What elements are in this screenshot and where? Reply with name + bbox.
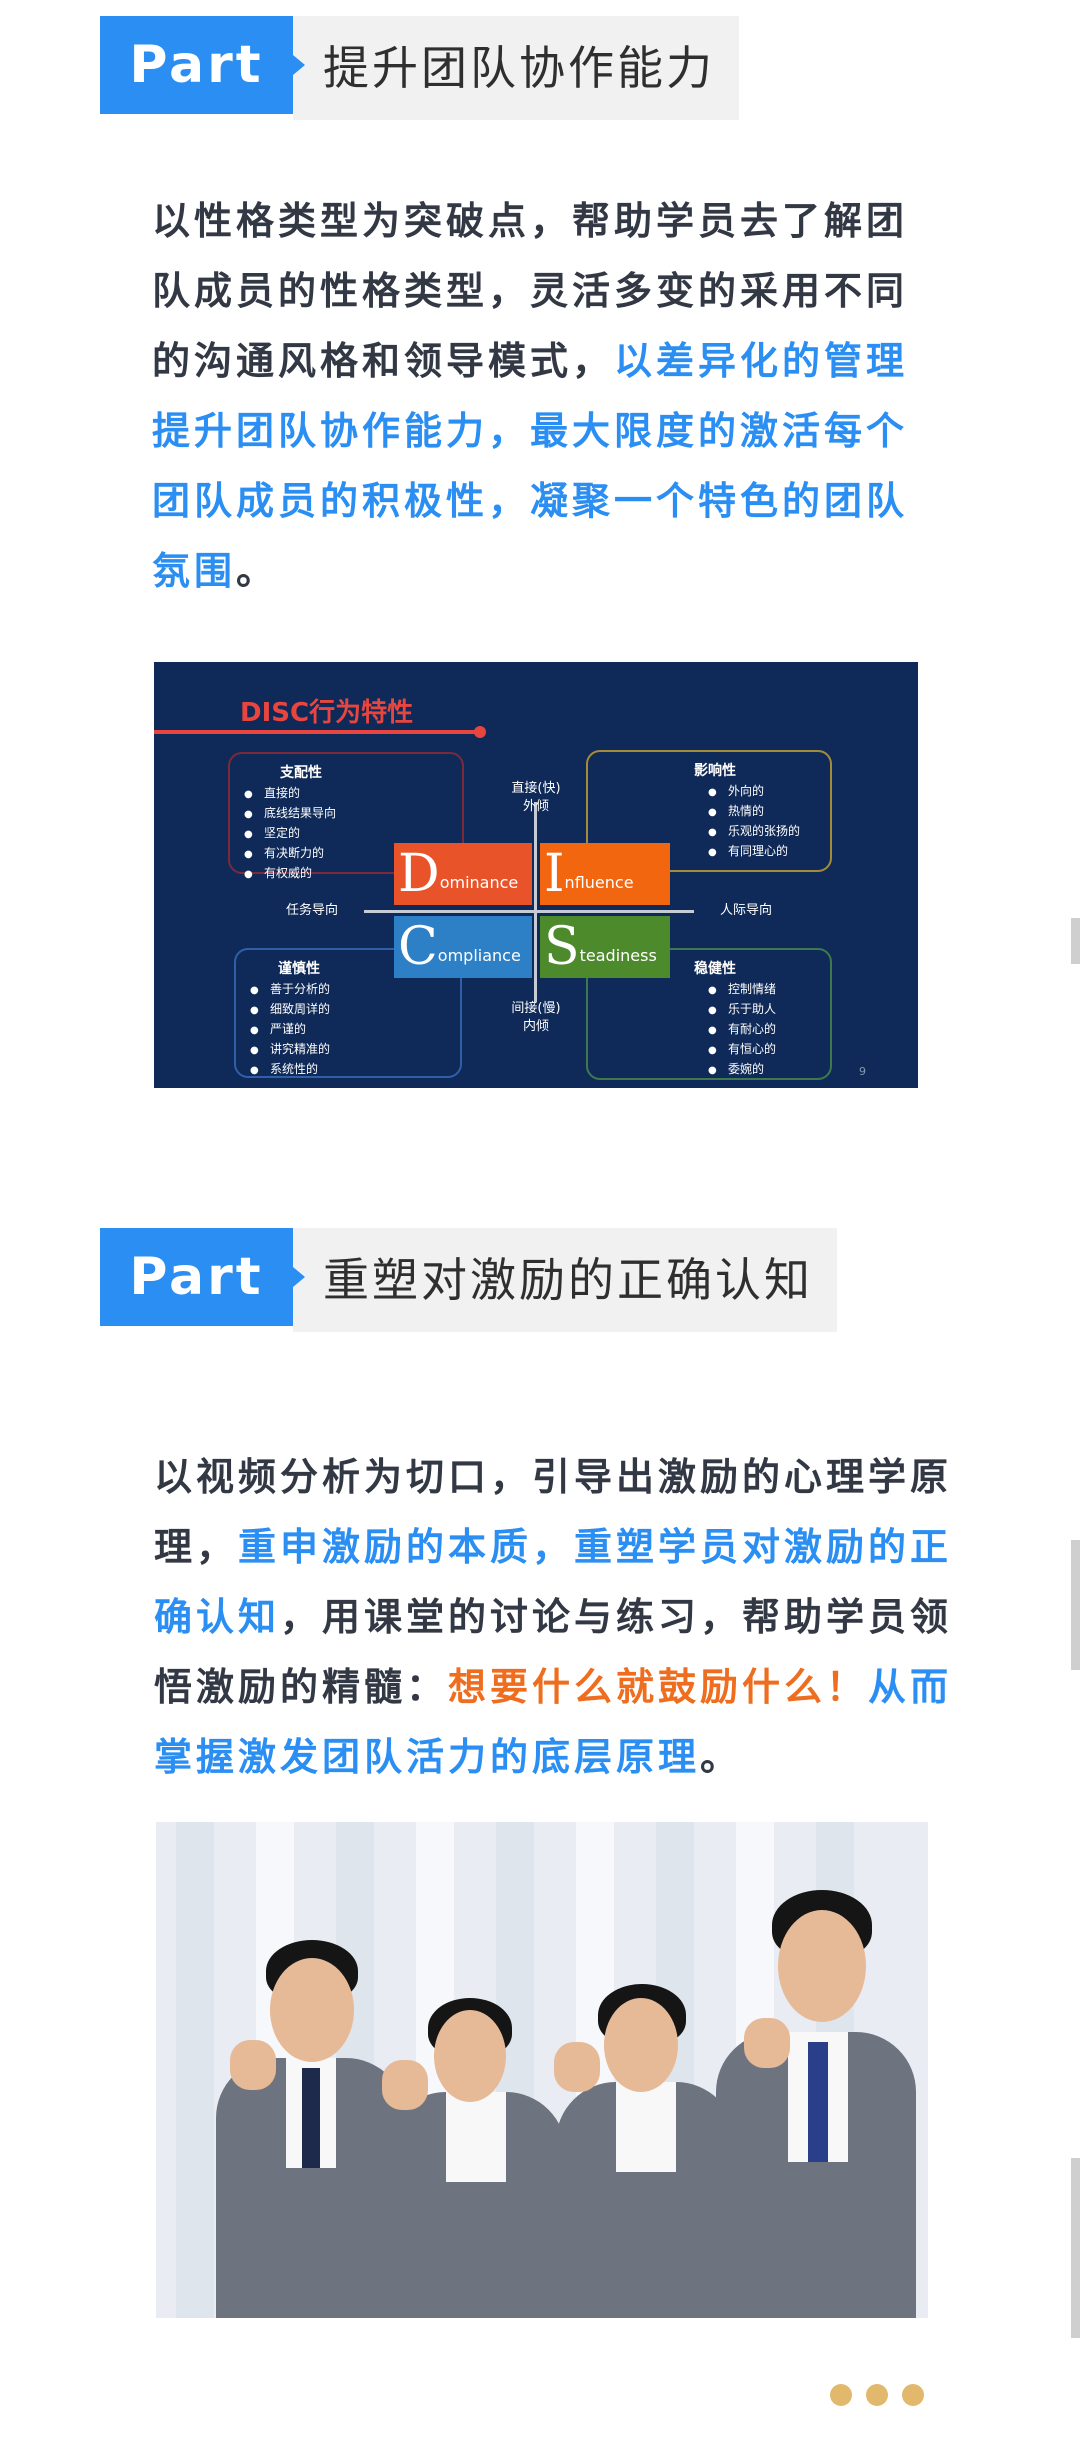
disc-heading: DISC行为特性 — [240, 698, 414, 728]
disc-axis-label-right: 人际导向 — [719, 903, 772, 918]
team-photo — [156, 1822, 928, 2318]
person-fist — [554, 2042, 600, 2092]
part2-title: 提升团队协作能力 — [293, 16, 739, 120]
list-item: 细致周详的 — [250, 1000, 450, 1020]
dot-icon — [830, 2384, 852, 2406]
list-item: 控制情绪 — [708, 980, 820, 1000]
list-item: 善于分析的 — [250, 980, 450, 1000]
scroll-edge-mark — [1071, 2158, 1080, 2338]
list-item: 底线结果导向 — [244, 804, 452, 824]
disc-heading-underline — [154, 730, 480, 734]
disc-quadrant-compliance: 谨慎性 善于分析的 细致周详的 严谨的 讲究精准的 系统性的 — [234, 948, 462, 1078]
list-item: 热情的 — [708, 802, 820, 822]
part3-para-seg: ，用课堂的讨论与练习，帮助学员领悟激励的精髓： — [154, 1595, 953, 1709]
disc-quadrant-steadiness: 稳健性 控制情绪 乐于助人 有耐心的 有恒心的 委婉的 — [586, 948, 832, 1080]
list-item: 讲究精准的 — [250, 1040, 450, 1060]
person-fist — [382, 2060, 428, 2110]
list-item: 有恒心的 — [708, 1040, 820, 1060]
disc-axis-label-bottom: 间接(慢) 内倾 — [494, 1000, 578, 1036]
tile-word: nfluence — [564, 872, 634, 892]
quadrant-title: 稳健性 — [694, 961, 736, 977]
tile-letter: C — [398, 917, 438, 977]
part3-title: 重塑对激励的正确认知 — [293, 1228, 837, 1332]
list-item: 有权威的 — [244, 864, 452, 884]
person-fist — [744, 2018, 790, 2068]
part2-para-seg: 以性格类型为突破点，帮助学员去了解团队成员的性格类型，灵活多变的采用不同的沟通风… — [152, 199, 909, 383]
tile-word: ominance — [439, 872, 519, 892]
list-item: 乐观的张扬的 — [708, 822, 820, 842]
part3-para-seg: 。 — [700, 1735, 743, 1779]
disc-horizontal-axis — [364, 910, 694, 913]
tile-word: teadiness — [579, 945, 657, 965]
part2-para-seg: 。 — [236, 549, 279, 593]
part3-badge-arrow-icon — [293, 1267, 305, 1287]
part3-para-highlight: 从而掌握激发团队活力的底层原理 — [154, 1665, 953, 1779]
person-face — [434, 2010, 506, 2102]
list-item: 外向的 — [708, 782, 820, 802]
axis-label-line: 外倾 — [522, 799, 549, 814]
person-shirt — [446, 2092, 506, 2182]
list-item: 有决断力的 — [244, 844, 452, 864]
tile-word: ompliance — [437, 945, 521, 965]
disc-axis-label-top: 直接(快) 外倾 — [494, 780, 578, 816]
slide-number: 9 — [859, 1065, 866, 1078]
part3-para-seg: 以视频分析为切口，引导出激励的心理学原理， — [154, 1455, 953, 1569]
dot-icon — [866, 2384, 888, 2406]
list-item: 系统性的 — [250, 1060, 450, 1080]
scroll-edge-mark — [1071, 1540, 1080, 1670]
axis-label-line: 直接(快) — [511, 781, 561, 796]
person-face — [270, 1958, 354, 2062]
quadrant-title: 支配性 — [280, 765, 322, 781]
disc-slide: DISC行为特性 支配性 直接的 底线结果导向 坚定的 有决断力的 有权威的 影… — [154, 662, 918, 1088]
part3-para-highlight: 重申激励的本质，重塑学员对激励的正确认知 — [154, 1525, 953, 1639]
part2-badge: Part 2 — [100, 16, 293, 193]
list-item: 有耐心的 — [708, 1020, 820, 1040]
dot-icon — [902, 2384, 924, 2406]
part3-badge: Part 3 — [100, 1228, 293, 1405]
person-tie — [302, 2068, 320, 2168]
list-item: 乐于助人 — [708, 1000, 820, 1020]
scroll-edge-mark — [1071, 918, 1080, 964]
tile-letter: D — [398, 844, 440, 904]
person-shirt — [616, 2082, 676, 2172]
disc-quadrant-dominance: 支配性 直接的 底线结果导向 坚定的 有决断力的 有权威的 — [228, 752, 464, 880]
person-fist — [230, 2040, 276, 2090]
disc-heading-dot-icon — [474, 726, 486, 738]
tile-letter: S — [544, 917, 580, 977]
part2-paragraph: 以性格类型为突破点，帮助学员去了解团队成员的性格类型，灵活多变的采用不同的沟通风… — [152, 186, 936, 606]
axis-label-line: 间接(慢) — [511, 1001, 561, 1016]
part3-paragraph: 以视频分析为切口，引导出激励的心理学原理，重申激励的本质，重塑学员对激励的正确认… — [154, 1442, 954, 1792]
list-item: 严谨的 — [250, 1020, 450, 1040]
disc-axis-label-left: 任务导向 — [285, 903, 338, 918]
list-item: 有同理心的 — [708, 842, 820, 862]
part2-badge-arrow-icon — [293, 55, 305, 75]
person-face — [604, 1998, 678, 2092]
footer-dots — [830, 2384, 924, 2406]
person-tie — [808, 2042, 828, 2162]
part2-para-highlight: 以差异化的管理提升团队协作能力，最大限度的激活每个团队成员的积极性，凝聚一个特色… — [152, 339, 909, 593]
part3-para-emphasis: 想要什么就鼓励什么！ — [448, 1665, 869, 1709]
disc-quadrant-influence: 影响性 外向的 热情的 乐观的张扬的 有同理心的 — [586, 750, 832, 872]
tile-letter: I — [544, 844, 565, 904]
list-item: 委婉的 — [708, 1060, 820, 1080]
quadrant-title: 谨慎性 — [278, 961, 320, 977]
disc-vertical-axis — [534, 802, 537, 1002]
blind-stripe — [176, 1822, 214, 2318]
person-face — [778, 1910, 866, 2022]
axis-label-line: 内倾 — [522, 1019, 549, 1034]
list-item: 直接的 — [244, 784, 452, 804]
quadrant-title: 影响性 — [694, 763, 736, 779]
list-item: 坚定的 — [244, 824, 452, 844]
